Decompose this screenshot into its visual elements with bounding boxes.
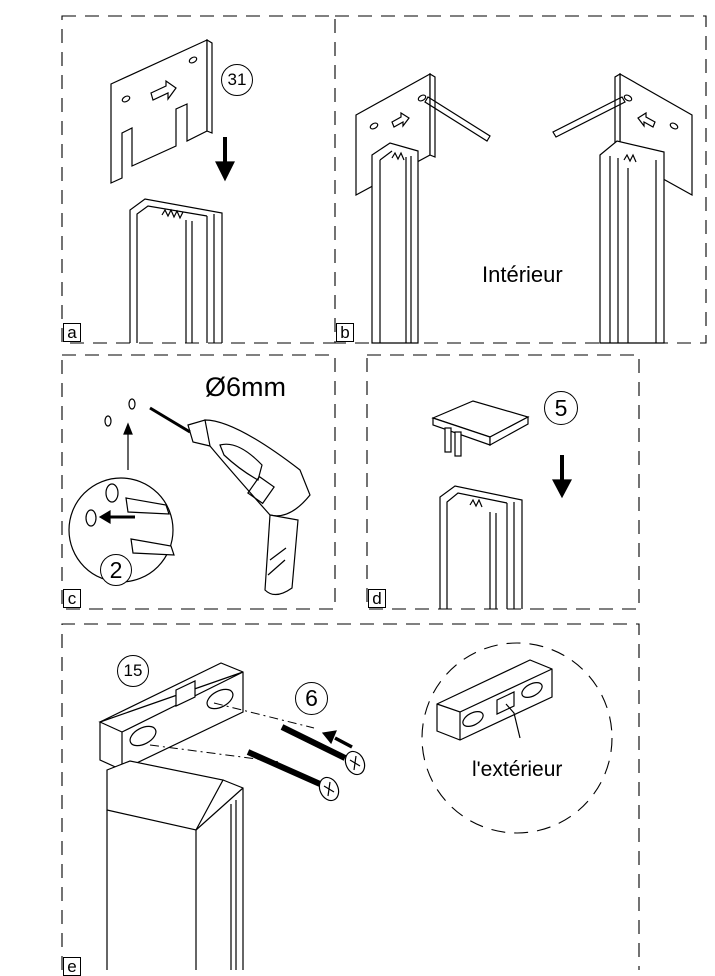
exterior-label: l'extérieur	[472, 758, 563, 781]
panel-e-bracket-15	[98, 662, 244, 771]
panel-e-screws	[246, 724, 366, 802]
panel-e-arrow	[321, 730, 353, 749]
panel-d-frame	[366, 354, 640, 610]
panel-e-tag: e	[63, 957, 81, 976]
part-number-callout-5: 5	[544, 391, 578, 425]
panel-c-wall-holes	[104, 398, 136, 470]
panel-b-tag: b	[336, 323, 354, 342]
panel-b-frame	[335, 15, 707, 344]
panel-b-left-assembly	[355, 72, 491, 344]
panel-a-bracket-31	[110, 38, 213, 184]
panel-c-drill	[149, 406, 311, 596]
part-number-callout-6: 6	[295, 682, 328, 715]
part-number-callout-31: 31	[221, 64, 253, 96]
panel-d-end-cap	[431, 400, 530, 457]
panel-d-profile	[439, 485, 523, 609]
panel-e-frame	[61, 623, 640, 970]
panel-a-profile	[129, 198, 223, 343]
panel-a-tag: a	[63, 323, 81, 342]
panel-a-frame	[61, 15, 336, 344]
part-number-callout-15: 15	[117, 655, 149, 687]
panel-c-tag: c	[63, 589, 81, 608]
panel-c-detail-circle	[68, 477, 175, 583]
panel-frames	[61, 15, 707, 970]
part-number-callout-2: 2	[100, 554, 132, 586]
panel-e-post	[106, 760, 244, 970]
panel-e-detail-circle	[421, 642, 613, 834]
panel-d-down-arrow	[552, 455, 572, 499]
panel-c-frame	[61, 354, 336, 610]
panel-a-down-arrow	[215, 137, 235, 182]
panel-d-tag: d	[368, 589, 386, 608]
panel-b-right-assembly	[552, 72, 693, 344]
drill-size-label: Ø6mm	[205, 372, 286, 402]
interior-label: Intérieur	[482, 262, 563, 287]
